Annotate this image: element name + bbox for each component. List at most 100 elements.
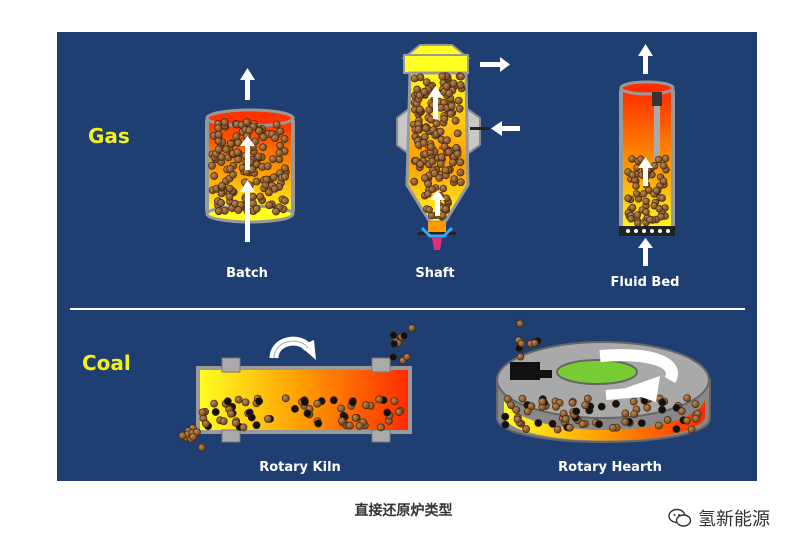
pellet: [348, 398, 357, 407]
pellet: [655, 205, 663, 213]
pellet: [678, 407, 686, 416]
pellet: [198, 408, 207, 417]
pellet: [654, 155, 663, 164]
pellet: [624, 194, 632, 202]
pellet: [255, 126, 263, 135]
pellet: [512, 406, 521, 414]
pellet: [263, 162, 272, 171]
pellet: [456, 81, 465, 89]
pellet: [650, 162, 659, 170]
pellet: [646, 216, 654, 224]
pellet: [552, 402, 560, 411]
pellet: [197, 443, 206, 452]
pellet: [281, 394, 290, 403]
pellet: [262, 175, 271, 184]
pellet: [632, 190, 641, 198]
pellet: [643, 403, 652, 412]
pellet: [440, 142, 449, 151]
pellet: [303, 409, 312, 418]
pellet: [634, 219, 642, 227]
pellet: [337, 404, 346, 413]
pellet: [612, 399, 620, 408]
fluid-bed-reactor: [619, 44, 675, 266]
pellet: [375, 395, 384, 404]
pellet: [595, 420, 603, 428]
pellet: [241, 398, 250, 407]
pellet: [395, 408, 403, 416]
pellet: [438, 72, 447, 81]
pellet: [389, 331, 397, 339]
pellet: [211, 408, 220, 416]
pellet: [390, 397, 399, 405]
pellet: [414, 125, 423, 134]
figure-caption: 直接还原炉类型: [354, 503, 453, 519]
pellet: [226, 409, 235, 418]
pellet: [270, 184, 279, 193]
pellet: [663, 416, 672, 424]
pellet: [269, 155, 277, 163]
watermark: 氢新能源: [668, 505, 770, 531]
pellet: [280, 164, 289, 173]
pellet: [448, 158, 457, 167]
pellet: [390, 340, 398, 348]
pellet: [454, 96, 463, 105]
pellet: [441, 166, 450, 175]
pellet: [639, 190, 648, 198]
pellet: [655, 421, 663, 430]
pellet: [451, 116, 460, 125]
pellet: [219, 417, 228, 426]
pellet: [457, 72, 465, 81]
pellet: [225, 192, 234, 201]
pellet: [225, 184, 234, 193]
pellet: [637, 419, 646, 427]
pellet: [441, 205, 450, 213]
pellet: [263, 415, 272, 423]
pellet: [234, 155, 243, 164]
pellet: [329, 396, 338, 405]
batch-label: Batch: [226, 266, 268, 281]
pellet: [627, 215, 635, 223]
pellet: [661, 154, 670, 163]
pellet: [523, 407, 532, 416]
pellet: [609, 423, 617, 432]
watermark-text: 氢新能源: [698, 509, 770, 530]
pellet: [337, 416, 346, 425]
pellet: [572, 407, 581, 416]
pellet: [501, 420, 510, 429]
pellet: [233, 148, 242, 157]
pellet: [251, 137, 260, 146]
pellet: [259, 133, 268, 142]
shaft-reactor: [396, 44, 520, 250]
pellet: [658, 405, 666, 414]
pellet: [628, 203, 637, 212]
pellet: [424, 190, 432, 198]
pellet: [351, 413, 360, 422]
pellet: [658, 194, 666, 202]
pellet: [210, 399, 218, 408]
pellet: [214, 207, 223, 216]
pellet: [234, 395, 243, 404]
pellet: [400, 332, 408, 340]
pellet: [531, 339, 539, 347]
pellet: [242, 118, 251, 127]
pellet: [658, 398, 667, 407]
pellet: [220, 118, 229, 127]
pellet: [449, 79, 458, 88]
pellet: [691, 400, 700, 408]
pellet: [345, 421, 354, 430]
wechat-icon: [668, 508, 692, 527]
pellet: [453, 149, 462, 158]
pellet: [630, 410, 639, 418]
pellet: [389, 353, 397, 361]
pellet: [313, 399, 322, 408]
pellet: [633, 211, 642, 219]
pellet: [355, 422, 364, 430]
pellet: [516, 319, 524, 328]
pellet: [428, 157, 437, 166]
pellet: [259, 143, 267, 152]
pellet: [247, 413, 256, 422]
pellet: [281, 196, 289, 205]
section-label-gas: Gas: [88, 124, 130, 148]
pellet: [425, 206, 433, 214]
pellet: [410, 177, 419, 186]
